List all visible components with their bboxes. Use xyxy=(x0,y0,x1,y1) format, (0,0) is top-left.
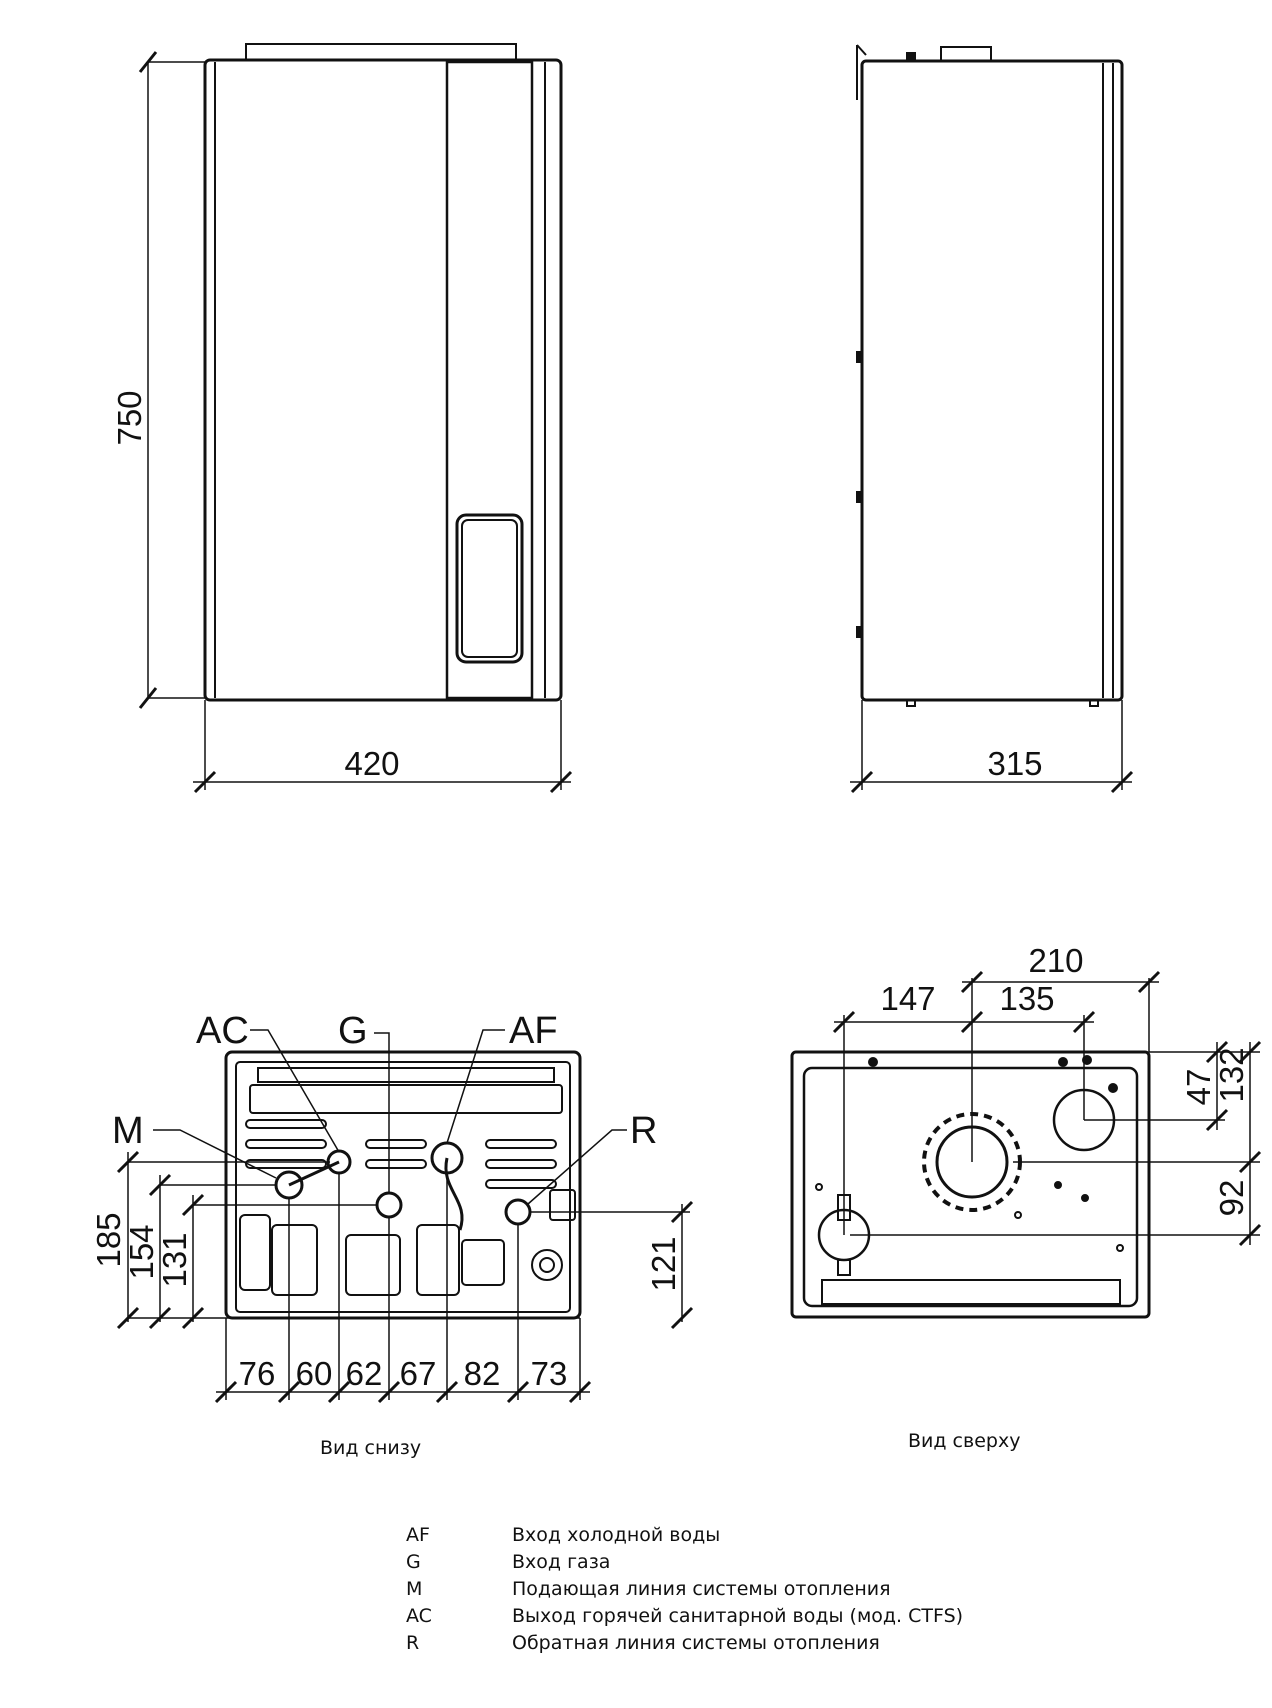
dim-76: 76 xyxy=(239,1355,276,1392)
top-dimensions xyxy=(832,970,1262,1247)
r-connection xyxy=(504,1198,532,1226)
side-top-flue xyxy=(940,46,992,62)
bottom-top-rail xyxy=(257,1067,555,1083)
bottom-expansion xyxy=(416,1224,460,1296)
top-view-caption: Вид сверху xyxy=(908,1430,1021,1452)
legend-code: G xyxy=(406,1551,421,1573)
bottom-component xyxy=(239,1214,271,1291)
bottom-view-caption: Вид снизу xyxy=(320,1437,422,1459)
bottom-valve-block xyxy=(271,1224,318,1296)
bottom-outline xyxy=(224,1050,582,1320)
bottom-horizontal-dim-labels: 76 60 62 67 82 73 xyxy=(239,1355,568,1392)
legend-text: Обратная линия системы отопления xyxy=(512,1632,880,1654)
dim-147: 147 xyxy=(880,980,935,1017)
dim-135: 135 xyxy=(999,980,1054,1017)
dim-210: 210 xyxy=(1028,942,1083,979)
bottom-horizontal-dimensions xyxy=(214,1173,592,1404)
dim-92: 92 xyxy=(1213,1180,1250,1217)
dim-121: 121 xyxy=(645,1236,682,1291)
label-ac: AC xyxy=(196,1010,249,1052)
width-dimension-label: 420 xyxy=(344,745,399,782)
dim-62: 62 xyxy=(346,1355,383,1392)
front-display-window-inner xyxy=(461,519,518,658)
front-view xyxy=(203,43,563,702)
label-r: R xyxy=(630,1110,657,1152)
label-af: AF xyxy=(509,1010,558,1052)
legend: AF Вход холодной воды G Вход газа M Подающа… xyxy=(406,1522,963,1657)
legend-row: M Подающая линия системы отопления xyxy=(406,1576,963,1603)
bottom-pump xyxy=(345,1234,401,1296)
dim-185: 185 xyxy=(90,1212,127,1267)
bottom-drain xyxy=(531,1249,563,1281)
front-top-flue xyxy=(245,43,517,61)
legend-code: M xyxy=(406,1578,423,1600)
dim-82: 82 xyxy=(464,1355,501,1392)
top-inner xyxy=(802,1066,1139,1308)
depth-dimension-label: 315 xyxy=(987,745,1042,782)
label-g: G xyxy=(338,1010,368,1052)
dim-131: 131 xyxy=(156,1232,193,1287)
legend-row: G Вход газа xyxy=(406,1549,963,1576)
bottom-heat-exchanger xyxy=(249,1084,563,1114)
side-dimensions xyxy=(850,700,1134,794)
dim-67: 67 xyxy=(400,1355,437,1392)
front-dimensions xyxy=(138,51,573,794)
legend-text: Вход холодной воды xyxy=(512,1524,721,1546)
front-display-window xyxy=(455,513,524,664)
dim-60: 60 xyxy=(296,1355,333,1392)
legend-text: Подающая линия системы отопления xyxy=(512,1578,891,1600)
dim-47: 47 xyxy=(1180,1069,1217,1106)
dim-154: 154 xyxy=(123,1224,160,1279)
bottom-view xyxy=(224,1050,582,1320)
bottom-leaders xyxy=(153,1029,627,1205)
legend-row: AC Выход горячей санитарной воды (мод. CT… xyxy=(406,1603,963,1630)
side-view xyxy=(856,44,1124,707)
legend-code: R xyxy=(406,1632,420,1654)
top-view xyxy=(790,1050,1151,1319)
legend-code: AF xyxy=(406,1524,430,1546)
bottom-vertical-dimensions xyxy=(116,1150,694,1330)
top-outline xyxy=(790,1050,1151,1319)
legend-row: AF Вход холодной воды xyxy=(406,1522,963,1549)
label-m: M xyxy=(112,1110,144,1152)
legend-text: Вход газа xyxy=(512,1551,611,1573)
legend-code: AC xyxy=(406,1605,432,1627)
dim-73: 73 xyxy=(531,1355,568,1392)
dim-132: 132 xyxy=(1213,1047,1250,1102)
g-connection xyxy=(375,1191,403,1219)
legend-row: R Обратная линия системы отопления xyxy=(406,1630,963,1657)
height-dimension-label: 750 xyxy=(111,390,148,445)
front-cabinet xyxy=(203,58,563,702)
side-cabinet xyxy=(860,59,1124,702)
legend-text: Выход горячей санитарной воды (мод. CTFS… xyxy=(512,1605,964,1627)
front-door-panel xyxy=(445,60,534,700)
bottom-inner xyxy=(235,1061,571,1313)
